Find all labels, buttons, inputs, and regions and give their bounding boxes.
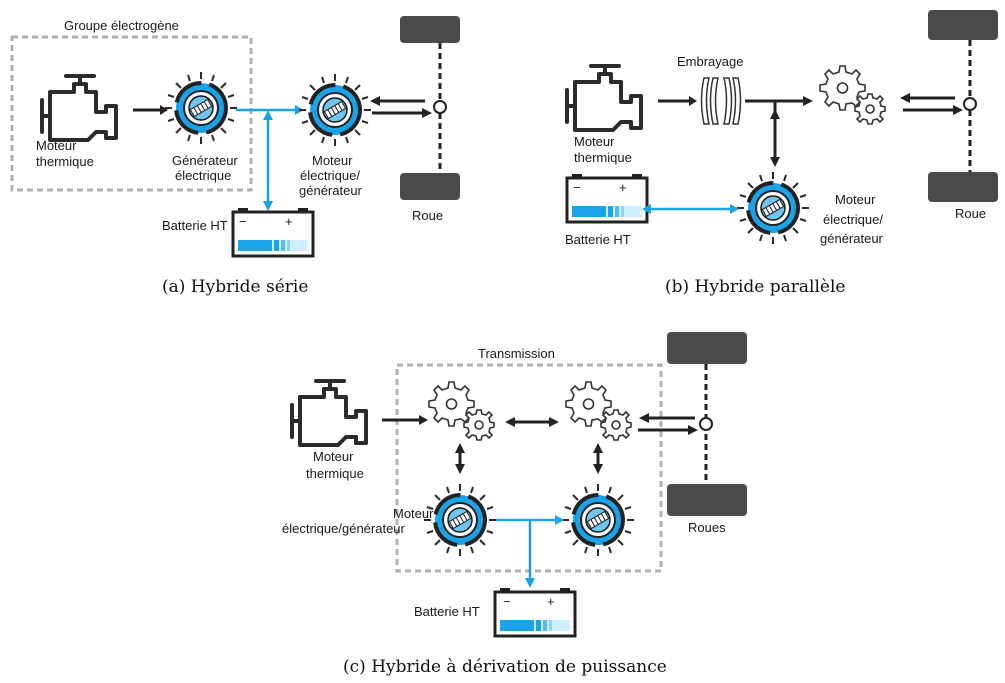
arrowhead	[770, 109, 780, 119]
generator-label-line1: Générateur	[172, 153, 238, 168]
arrowhead	[730, 204, 739, 214]
arrowhead	[803, 96, 813, 106]
electric-machine-icon	[163, 70, 239, 146]
electric-machine-icon	[422, 482, 498, 558]
arrowhead	[639, 413, 649, 423]
engine-label-line1: Moteur	[574, 134, 615, 149]
axle-hub	[699, 417, 713, 431]
caption-a: (a) Hybride série	[162, 277, 308, 297]
gear-pair-icon	[565, 381, 632, 441]
arrowhead	[593, 464, 603, 474]
battery-minus: −	[503, 594, 511, 609]
motor-label-line1: Moteur	[312, 153, 353, 168]
arrowhead	[642, 204, 651, 214]
arrowhead	[370, 96, 380, 106]
clutch-label: Embrayage	[677, 54, 743, 69]
arrowhead	[549, 417, 559, 427]
wheel-icon	[400, 173, 460, 200]
generator-set-box	[10, 35, 253, 192]
motor-label-line3: générateur	[820, 231, 884, 246]
panel-b-parallel-hybrid: Moteur thermique Embrayage Moteur électr…	[565, 10, 998, 297]
battery-label: Batterie HT	[162, 218, 228, 233]
wheel-label: Roue	[955, 206, 986, 221]
caption-c: (c) Hybride à dérivation de puissance	[343, 657, 667, 677]
arrowhead	[953, 105, 963, 115]
arrowhead	[455, 443, 465, 453]
battery-label: Batterie HT	[565, 232, 631, 247]
arrowhead	[770, 157, 780, 167]
arrowhead	[263, 201, 273, 211]
arrowhead	[419, 415, 428, 425]
arrowhead	[900, 93, 910, 103]
transmission-label: Transmission	[478, 346, 555, 361]
battery-minus: −	[239, 214, 247, 229]
motor-label-line2: électrique/	[300, 168, 360, 183]
battery-plus: +	[285, 214, 293, 229]
engine-label-line2: thermique	[574, 150, 632, 165]
electric-machine-icon	[560, 482, 636, 558]
axle-hub	[963, 97, 977, 111]
engine-label-line2: thermique	[36, 154, 94, 169]
motor-label-line1: Moteur	[835, 192, 876, 207]
engine-label-line2: thermique	[306, 466, 364, 481]
wheel-label: Roue	[412, 208, 443, 223]
clutch-icon	[700, 77, 742, 125]
arrowhead	[505, 417, 515, 427]
arrowhead	[689, 96, 697, 106]
engine-icon	[40, 74, 118, 142]
engine-icon	[290, 379, 368, 447]
engine-icon	[565, 64, 643, 132]
arrowhead	[160, 105, 168, 115]
panel-c-power-split-hybrid: Transmission Moteur thermique Moteur éle…	[282, 332, 747, 677]
wheel-icon	[928, 10, 998, 40]
axle-hub	[433, 100, 447, 114]
generator-set-label: Groupe électrogène	[64, 18, 179, 33]
motor-label-line1: Moteur	[393, 506, 434, 521]
wheel-label: Roues	[688, 520, 726, 535]
gear-pair-icon	[428, 381, 495, 441]
battery-plus: +	[547, 594, 555, 609]
gear-pair-icon	[819, 65, 886, 125]
arrowhead	[422, 108, 432, 118]
battery-label: Batterie HT	[414, 604, 480, 619]
motor-label-line2: électrique/générateur	[282, 521, 406, 536]
arrowhead	[455, 464, 465, 474]
wheel-icon	[400, 16, 460, 43]
arrowhead	[593, 443, 603, 453]
wheel-icon	[928, 172, 998, 202]
motor-label-line2: électrique/	[823, 212, 883, 227]
electric-machine-icon	[735, 170, 811, 246]
arrowhead	[525, 578, 535, 588]
arrowhead	[555, 515, 564, 525]
caption-b: (b) Hybride parallèle	[665, 277, 845, 297]
wheel-icon	[667, 484, 747, 516]
motor-label-line3: générateur	[299, 183, 363, 198]
generator-label-line2: électrique	[175, 168, 231, 183]
panel-a-series-hybrid: Groupe électrogène Moteur thermique Géné…	[10, 16, 460, 297]
engine-label-line1: Moteur	[36, 138, 77, 153]
wheel-icon	[667, 332, 747, 364]
arrowhead	[688, 425, 698, 435]
engine-label-line1: Moteur	[313, 449, 354, 464]
battery-plus: +	[619, 180, 627, 195]
arrowhead	[263, 110, 273, 120]
electric-machine-icon	[297, 72, 373, 148]
battery-minus: −	[573, 180, 581, 195]
